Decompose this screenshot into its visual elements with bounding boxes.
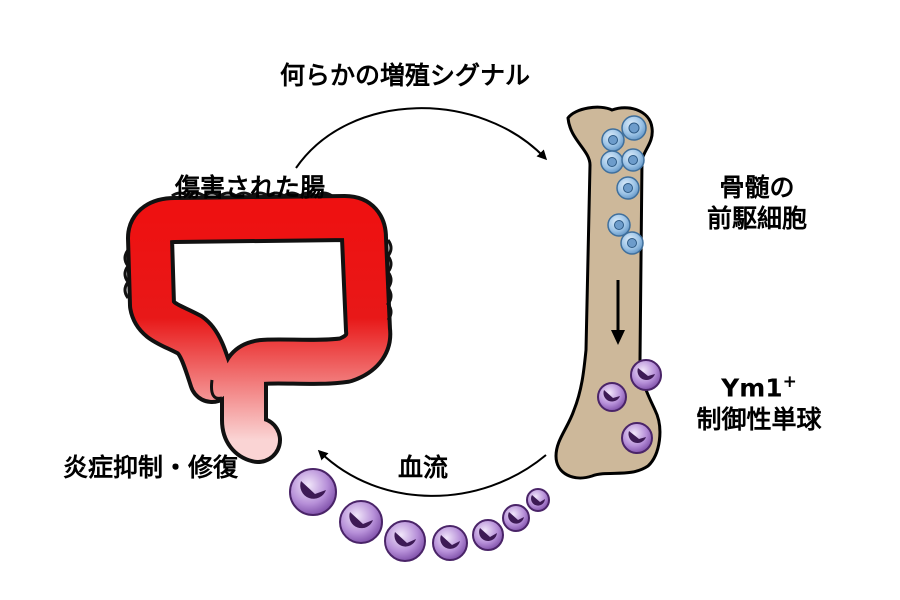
ym1-main-text: Ym1 <box>721 373 783 403</box>
progenitor-cells <box>600 115 647 255</box>
progenitor-cell <box>621 115 647 141</box>
outcome-label: 炎症抑制・修復 <box>63 453 239 482</box>
bone-marrow-label: 骨髄の 前駆細胞 <box>682 172 832 235</box>
signal-arrow <box>295 107 548 169</box>
differentiation-arrow <box>611 280 625 345</box>
progenitor-cell <box>607 213 631 237</box>
monocyte-cell <box>526 488 550 512</box>
bone-marrow-label-line2: 前駆細胞 <box>706 204 807 234</box>
monocyte-cell <box>502 504 530 532</box>
monocyte-cell <box>384 520 426 562</box>
progenitor-cell <box>616 176 640 200</box>
regulatory-monocyte-label: 制御性単球 <box>696 404 822 434</box>
circulating-monocytes <box>289 468 550 562</box>
monocyte-cell <box>432 525 468 561</box>
monocytes-on-bone <box>597 359 662 454</box>
blood-flow-arrow <box>317 449 547 497</box>
monocyte-cell <box>597 382 627 412</box>
bone-marrow-label-line1: 骨髄の <box>719 173 795 202</box>
ym1-superscript: + <box>782 372 797 392</box>
signal-label: 何らかの増殖シグナル <box>280 61 531 90</box>
monocyte-cell <box>472 519 504 551</box>
progenitor-cell <box>621 148 645 172</box>
monocyte-cell <box>289 468 337 516</box>
progenitor-cell <box>601 128 625 152</box>
monocyte-cell <box>621 422 653 454</box>
damaged-gut-label: 傷害された腸 <box>175 173 326 202</box>
ym1-label: Ym1+ <box>680 372 838 404</box>
ym1-monocyte-label: Ym1+ 制御性単球 <box>680 372 838 435</box>
progenitor-cell <box>620 231 644 255</box>
monocyte-cell <box>339 500 383 544</box>
damaged-colon-illustration <box>123 191 393 464</box>
blood-flow-label: 血流 <box>398 453 449 482</box>
monocyte-cell <box>630 359 662 391</box>
progenitor-cell <box>600 150 624 174</box>
